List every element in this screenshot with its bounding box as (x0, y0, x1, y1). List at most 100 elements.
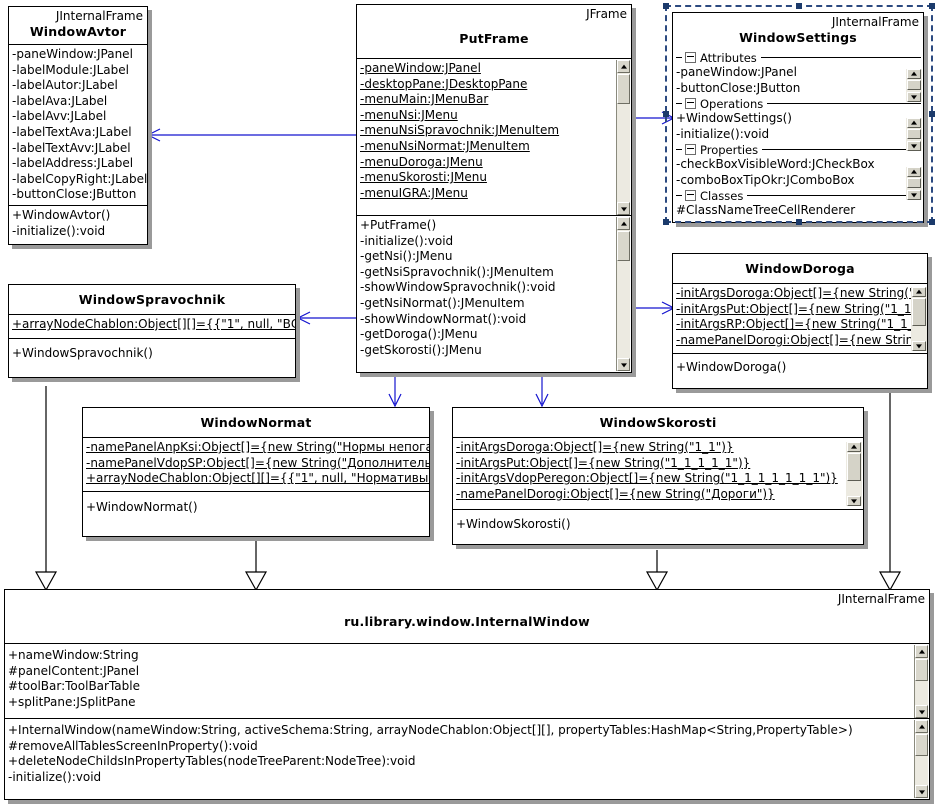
caret-up-icon (851, 444, 857, 449)
group-header-operations[interactable]: Operations (673, 96, 923, 111)
class-box-windownormat[interactable]: WindowNormat -namePanelAnpKsi:Object[]={… (82, 407, 430, 537)
scroll-thumb[interactable] (915, 734, 928, 756)
attribute-row: -menuNsi:JMenu (360, 107, 458, 122)
operation-row: +PutFrame() (360, 218, 437, 232)
group-header-classes[interactable]: Classes (673, 188, 923, 203)
scroll-down-button[interactable] (915, 785, 928, 798)
scroll-up-button[interactable] (847, 442, 861, 452)
attribute-row: -menuNsiNormat:JMenuItem (360, 138, 530, 153)
scroll-down-button[interactable] (617, 202, 630, 215)
collapse-icon[interactable] (685, 98, 696, 109)
class-box-windowsettings[interactable]: JInternalFrame WindowSettings Attributes… (672, 12, 924, 223)
scroll-down-button[interactable] (847, 496, 861, 506)
attributes-scrollbar[interactable] (914, 645, 928, 718)
selection-handle-top-left[interactable] (663, 3, 669, 9)
class-header-windowdoroga: WindowDoroga (673, 254, 927, 284)
selection-handle-middle-right[interactable] (929, 111, 935, 117)
attribute-row: -namePanelDorogi:Object[]={new String(" (676, 332, 927, 347)
attributes-compartment[interactable]: -initArgsDoroga:Object[]={new String("1_… (453, 438, 863, 510)
class-box-windowavtor[interactable]: JInternalFrame WindowAvtor -paneWindow:J… (8, 6, 148, 245)
attributes-compartment[interactable]: -initArgsDoroga:Object[]={new String("1_… (673, 284, 927, 354)
attributes-scrollbar[interactable] (911, 287, 927, 351)
scroll-up-button[interactable] (915, 645, 928, 658)
selection-handle-middle-left[interactable] (663, 111, 669, 117)
attribute-row: -namePanelAnpKsi:Object[]={new String("Н… (86, 440, 429, 454)
properties-scrollbar[interactable] (906, 167, 922, 200)
scroll-thumb[interactable] (907, 178, 921, 188)
operations-scrollbar[interactable] (914, 720, 928, 798)
operations-compartment[interactable]: +InternalWindow(nameWindow:String, activ… (5, 719, 929, 799)
scroll-up-button[interactable] (907, 167, 921, 177)
attributes-scrollbar[interactable] (616, 60, 630, 215)
operations-compartment[interactable]: +WindowSkorosti() (453, 510, 863, 544)
operations-compartment[interactable]: +WindowDoroga() (673, 354, 927, 388)
scroll-down-button[interactable] (617, 358, 630, 371)
class-name: WindowDoroga (745, 261, 855, 276)
attribute-row: -initArgsRP:Object[]={new String("1_1_2_ (676, 317, 927, 332)
operation-row: -getNsi():JMenu (360, 249, 453, 264)
attributes-compartment[interactable]: -paneWindow:JPanel -desktopPane:JDesktop… (357, 59, 631, 216)
class-box-internalwindow[interactable]: JInternalFrame ru.library.window.Interna… (4, 589, 930, 800)
scroll-down-button[interactable] (907, 141, 921, 151)
operation-row: -initialize():void (360, 233, 454, 248)
scroll-thumb[interactable] (847, 453, 861, 481)
attributes-scrollbar[interactable] (846, 442, 862, 506)
operations-compartment[interactable]: +PutFrame() -initialize():void -getNsi()… (357, 216, 631, 372)
scroll-down-button[interactable] (907, 92, 921, 102)
attribute-row: -labelAva:JLabel (12, 93, 108, 108)
class-name: WindowNormat (200, 415, 312, 430)
selection-handle-bottom-center[interactable] (796, 219, 802, 225)
attributes-scrollbar[interactable] (906, 69, 922, 102)
attribute-row: -labelAutor:JLabel (12, 78, 118, 93)
scroll-thumb[interactable] (907, 129, 921, 139)
collapse-icon[interactable] (685, 190, 696, 201)
attributes-compartment[interactable]: -paneWindow:JPanel -labelModule:JLabel -… (9, 45, 147, 206)
scroll-up-button[interactable] (617, 60, 630, 73)
operations-scrollbar[interactable] (616, 217, 630, 371)
selection-handle-top-center[interactable] (796, 3, 802, 9)
group-classes[interactable]: Classes #ClassNameTreeCellRenderer (673, 188, 923, 222)
scroll-thumb[interactable] (907, 80, 921, 90)
class-name: WindowAvtor (29, 24, 127, 39)
attributes-compartment[interactable]: +nameWindow:String #panelContent:JPanel … (5, 644, 929, 719)
operations-compartment[interactable]: +WindowAvtor() -initialize():void (9, 206, 147, 244)
collapse-icon[interactable] (685, 144, 696, 155)
group-rule-right (762, 149, 921, 150)
scroll-up-button[interactable] (912, 287, 926, 297)
scroll-up-button[interactable] (907, 118, 921, 128)
class-box-putframe[interactable]: JFrame PutFrame -paneWindow:JPanel -desk… (356, 4, 632, 373)
class-header-windowavtor: JInternalFrame WindowAvtor (9, 7, 147, 45)
group-header-properties[interactable]: Properties (673, 142, 923, 157)
attributes-compartment[interactable]: +arrayNodeChablon:Object[][]={{"1", null… (9, 315, 295, 339)
attributes-compartment[interactable]: -namePanelAnpKsi:Object[]={new String("Н… (83, 438, 429, 492)
class-box-windowspravochnik[interactable]: WindowSpravochnik +arrayNodeChablon:Obje… (8, 284, 296, 378)
class-box-windowskorosti[interactable]: WindowSkorosti -initArgsDoroga:Object[]=… (452, 407, 864, 545)
scroll-down-button[interactable] (907, 190, 921, 200)
operations-scrollbar[interactable] (906, 118, 922, 151)
scroll-down-button[interactable] (912, 341, 926, 351)
scroll-down-button[interactable] (915, 705, 928, 718)
selection-handle-bottom-right[interactable] (929, 219, 935, 225)
scroll-thumb[interactable] (915, 659, 928, 681)
scroll-thumb[interactable] (912, 298, 926, 326)
selection-handle-bottom-left[interactable] (663, 219, 669, 225)
class-header-internalwindow: JInternalFrame ru.library.window.Interna… (5, 590, 929, 644)
operation-row: -initialize():void (676, 126, 770, 141)
class-box-windowdoroga[interactable]: WindowDoroga -initArgsDoroga:Object[]={n… (672, 253, 928, 389)
group-rule-left (676, 149, 682, 150)
scroll-up-button[interactable] (915, 720, 928, 733)
group-properties[interactable]: Properties -checkBoxVisibleWord:JCheckBo… (673, 142, 923, 188)
scroll-up-button[interactable] (907, 69, 921, 79)
scroll-thumb[interactable] (617, 231, 630, 261)
operations-compartment[interactable]: +WindowNormat() (83, 492, 429, 536)
collapse-icon[interactable] (685, 52, 696, 63)
class-name: WindowSettings (739, 30, 857, 45)
scroll-thumb[interactable] (617, 74, 630, 104)
operations-compartment[interactable]: +WindowSpravochnik() (9, 339, 295, 377)
selection-handle-top-right[interactable] (929, 3, 935, 9)
group-header-attributes[interactable]: Attributes (673, 50, 923, 65)
scroll-up-button[interactable] (617, 217, 630, 230)
group-operations[interactable]: Operations +WindowSettings() -initialize… (673, 96, 923, 142)
group-attributes[interactable]: Attributes -paneWindow:JPanel -buttonClo… (673, 50, 923, 96)
attribute-row: #toolBar:ToolBarTable (8, 679, 140, 694)
